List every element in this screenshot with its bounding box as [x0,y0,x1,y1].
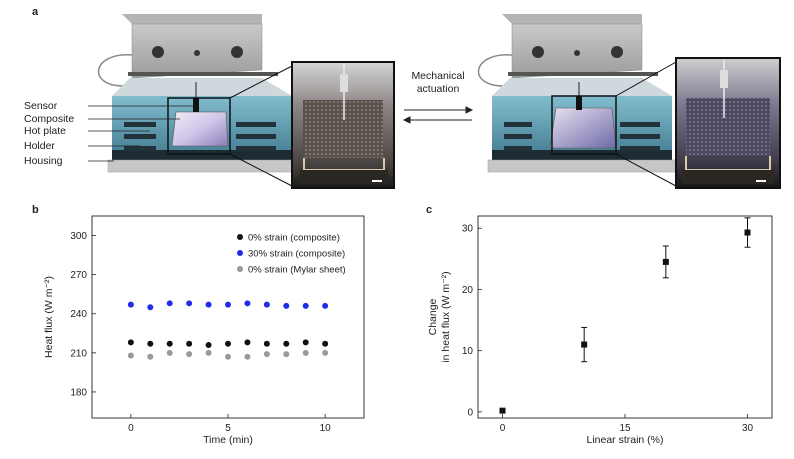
data-point [147,304,154,311]
label-housing: Housing [24,155,63,167]
legend-label: 0% strain (Mylar sheet) [248,265,346,276]
apparatus-right [477,14,677,187]
y-tick-label: 180 [70,387,87,398]
data-point [263,301,270,308]
data-point [186,300,193,307]
data-point [283,351,290,358]
actuation-line-2: actuation [416,83,460,95]
data-point [244,300,251,307]
data-point [166,349,173,356]
panel-a-letter: a [32,6,39,18]
data-point [186,351,193,358]
data-point [302,349,309,356]
data-point [662,258,669,265]
y-tick-label: 270 [70,270,87,281]
x-axis-label: Linear strain (%) [586,434,663,446]
data-point [166,300,173,307]
data-point [225,301,231,308]
data-point [581,341,588,348]
x-tick-label: 5 [225,423,231,434]
label-holder: Holder [24,140,55,152]
data-point [147,340,154,347]
legend-label: 0% strain (composite) [248,233,340,244]
data-point [225,340,231,347]
legend-marker [237,234,243,240]
data-point [322,302,329,309]
x-tick-label: 10 [320,423,332,434]
x-tick-label: 30 [742,423,754,434]
legend-marker [237,250,243,256]
label-leaders [88,105,193,162]
data-point [283,302,290,309]
y-tick-label: 240 [70,309,87,320]
data-point [127,352,134,359]
panel-b-letter: b [32,204,39,216]
panel-c-letter: c [426,204,433,216]
data-point [147,353,154,360]
label-hot-plate: Hot plate [24,125,67,137]
y-axis-label: Changein heat flux (W m⁻²) [427,271,452,362]
data-point [744,229,751,236]
y-tick-label: 300 [70,231,87,242]
y-axis-label: Heat flux (W m⁻²) [43,276,55,358]
plot-frame [91,215,365,419]
x-tick-label: 0 [128,423,134,434]
x-tick-label: 0 [500,423,506,434]
y-tick-label: 30 [462,224,474,235]
x-tick-label: 15 [619,423,631,434]
data-point [499,407,506,414]
data-point [302,302,309,309]
apparatus-left [97,14,297,187]
y-tick-label: 210 [70,348,87,359]
data-point [205,301,212,308]
label-composite: Composite [24,113,75,125]
data-point [244,339,251,346]
y-axis-label-line: in heat flux (W m⁻²) [440,271,452,362]
photo-right [675,57,781,189]
data-point [205,342,212,349]
data-point [127,339,134,346]
data-point [322,349,329,356]
label-sensor: Sensor [24,100,58,112]
data-point [263,351,270,358]
data-point [244,353,251,360]
data-point [322,340,329,347]
data-point [166,340,173,347]
y-tick-label: 10 [462,346,474,357]
actuation-label: Mechanical actuation [398,70,478,96]
apparatus-illustrations [88,14,781,189]
actuation-arrows [402,106,474,124]
data-point [225,353,231,360]
data-point [283,340,290,347]
legend-marker [237,266,243,272]
plot-frame [477,215,773,419]
actuation-line-1: Mechanical [411,70,465,82]
panel-a-photos: a [0,0,794,200]
data-point [186,340,193,347]
data-point [263,340,270,347]
y-tick-label: 0 [467,407,473,418]
data-point [205,349,212,356]
y-tick-label: 20 [462,285,474,296]
data-point [302,339,309,346]
data-point [127,301,134,308]
x-axis-label: Time (min) [203,434,253,446]
photo-left [291,61,395,189]
legend-label: 30% strain (composite) [248,249,345,260]
y-axis-label-line: Change [427,298,439,335]
